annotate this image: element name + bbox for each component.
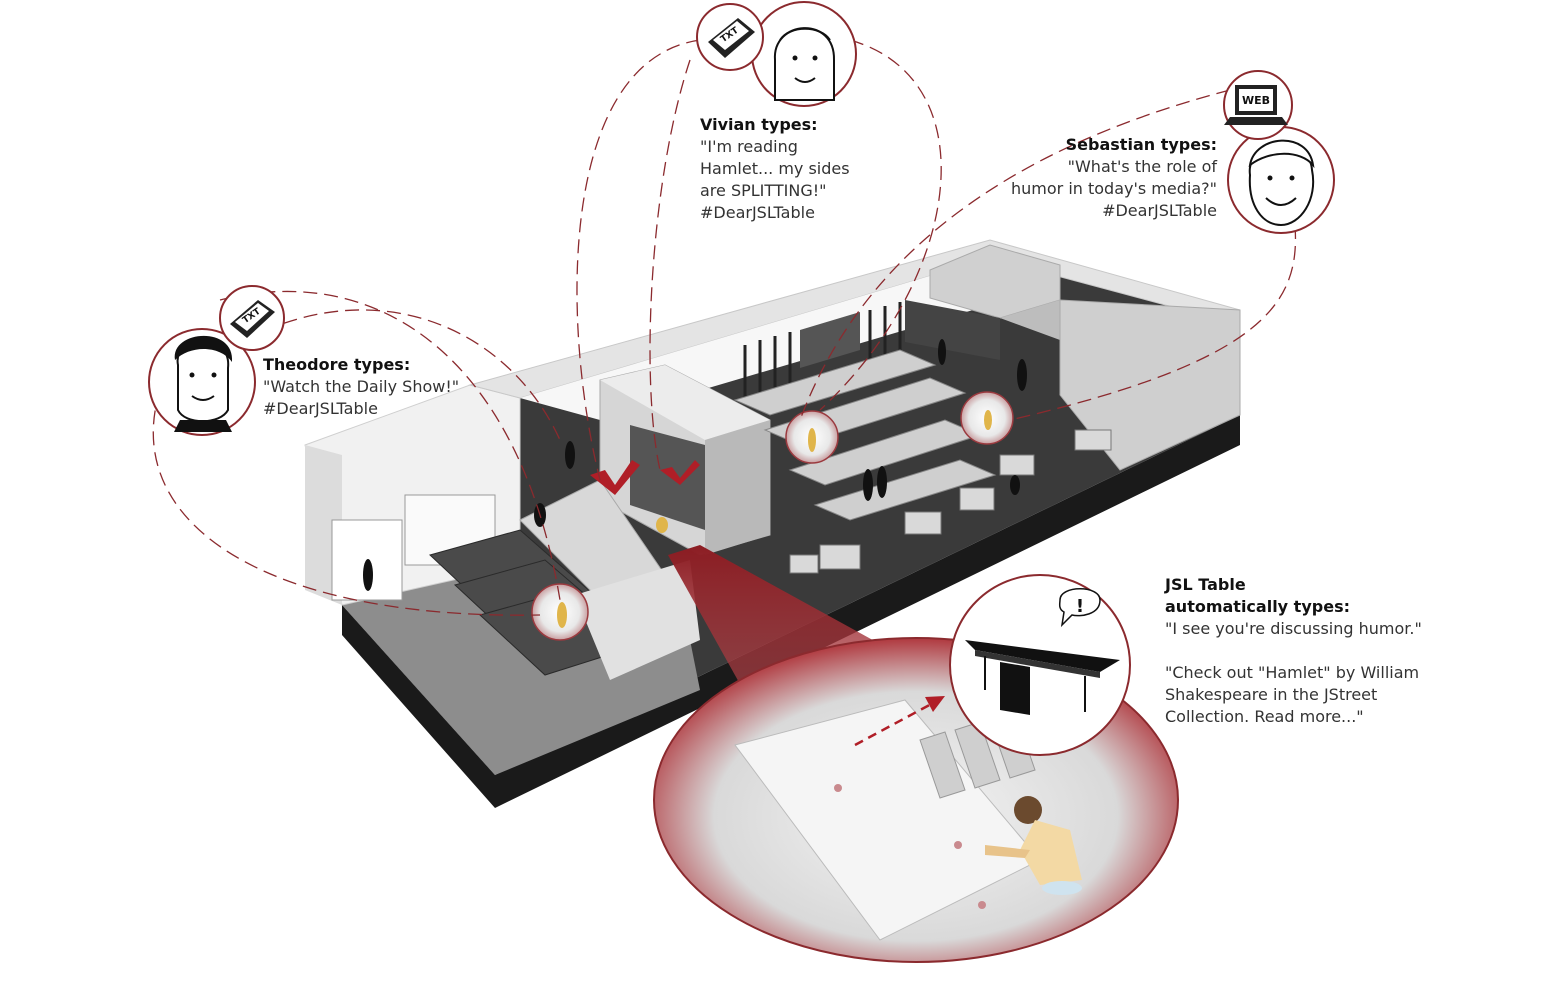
- reader-head: [1014, 796, 1042, 824]
- jsl-table-line: Collection. Read more...": [1165, 707, 1364, 726]
- jsl-table-line: "Check out "Hamlet" by William: [1165, 663, 1420, 682]
- jsl-table-spacer: [1165, 640, 1422, 662]
- building-cutaway: [304, 239, 1241, 808]
- sebastian-hashtag: #DearJSLTable: [1102, 201, 1217, 220]
- vivian-line: are SPLITTING!": [700, 181, 827, 200]
- sebastian-line: "What's the role of: [1067, 157, 1217, 176]
- jsl-table-name: automatically types:: [1165, 597, 1350, 616]
- jsl-table-callout: JSL Table automatically types: "I see yo…: [1165, 574, 1422, 728]
- theodore-txt-device: TXT: [219, 285, 285, 351]
- connector-lines: [152, 39, 1297, 616]
- vivian-avatar: [751, 1, 857, 107]
- theodore-callout: Theodore types: "Watch the Daily Show!" …: [263, 354, 459, 420]
- jsl-table-icon: !: [949, 574, 1131, 756]
- theodore-avatar: [148, 328, 256, 436]
- sebastian-device-label: WEB: [1242, 94, 1270, 107]
- sebastian-callout: Sebastian types: "What's the role of hum…: [1011, 134, 1217, 222]
- sebastian-web-device: WEB: [1223, 70, 1293, 140]
- vivian-line: "I'm reading: [700, 137, 798, 156]
- theodore-line: "Watch the Daily Show!": [263, 377, 460, 396]
- vivian-txt-device: TXT: [696, 3, 764, 71]
- jsl-table-name: JSL Table: [1165, 575, 1246, 594]
- alert-glyph: !: [1076, 596, 1084, 617]
- arrow-head: [925, 696, 945, 712]
- jsl-table-line: Shakespeare in the JStreet: [1165, 685, 1378, 704]
- sebastian-name: Sebastian types:: [1065, 135, 1217, 154]
- vivian-callout: Vivian types: "I'm reading Hamlet... my …: [700, 114, 850, 224]
- entry-floor: [342, 555, 700, 775]
- sebastian-line: humor in today's media?": [1011, 179, 1217, 198]
- jsl-table-line: "I see you're discussing humor.": [1165, 619, 1422, 638]
- theodore-name: Theodore types:: [263, 355, 411, 374]
- vivian-line: Hamlet... my sides: [700, 159, 850, 178]
- vivian-hashtag: #DearJSLTable: [700, 203, 815, 222]
- theodore-hashtag: #DearJSLTable: [263, 399, 378, 418]
- vivian-name: Vivian types:: [700, 115, 818, 134]
- sebastian-avatar: [1227, 126, 1335, 234]
